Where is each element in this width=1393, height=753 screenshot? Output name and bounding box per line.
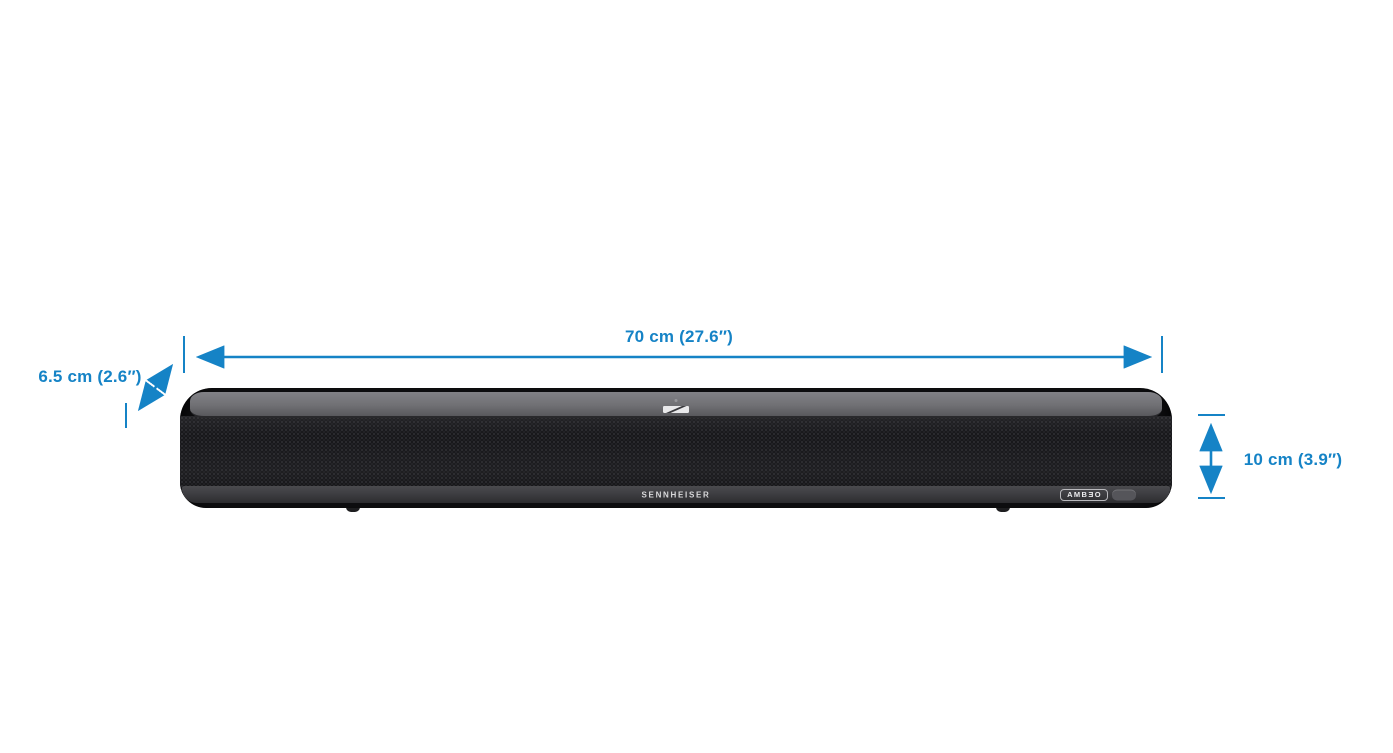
depth-dimension-arrow bbox=[125, 363, 174, 428]
depth-dimension-label: 6.5 cm (2.6″) bbox=[38, 367, 142, 386]
soundbar-base-strip: SENNHEISER AMBƎO bbox=[182, 486, 1170, 503]
brand-label: SENNHEISER bbox=[641, 490, 711, 500]
width-dimension-arrow bbox=[183, 336, 1163, 373]
top-led-dot bbox=[674, 399, 678, 402]
sennheiser-logo-icon bbox=[663, 406, 689, 413]
diagonal-double-arrow-icon bbox=[137, 363, 174, 412]
display-window bbox=[1112, 489, 1136, 501]
ambeo-badge: AMBƎO bbox=[1060, 489, 1108, 501]
soundbar-top-surface bbox=[190, 392, 1162, 418]
soundbar: SENNHEISER AMBƎO bbox=[180, 388, 1172, 512]
soundbar-foot-right bbox=[996, 506, 1010, 512]
width-dimension-label: 70 cm (27.6″) bbox=[624, 327, 734, 346]
height-dimension-label: 10 cm (3.9″) bbox=[1243, 450, 1343, 469]
soundbar-body: SENNHEISER AMBƎO bbox=[180, 388, 1172, 508]
soundbar-fabric-grille bbox=[180, 416, 1172, 495]
soundbar-foot-left bbox=[346, 506, 360, 512]
height-dimension-arrow bbox=[1198, 414, 1225, 499]
